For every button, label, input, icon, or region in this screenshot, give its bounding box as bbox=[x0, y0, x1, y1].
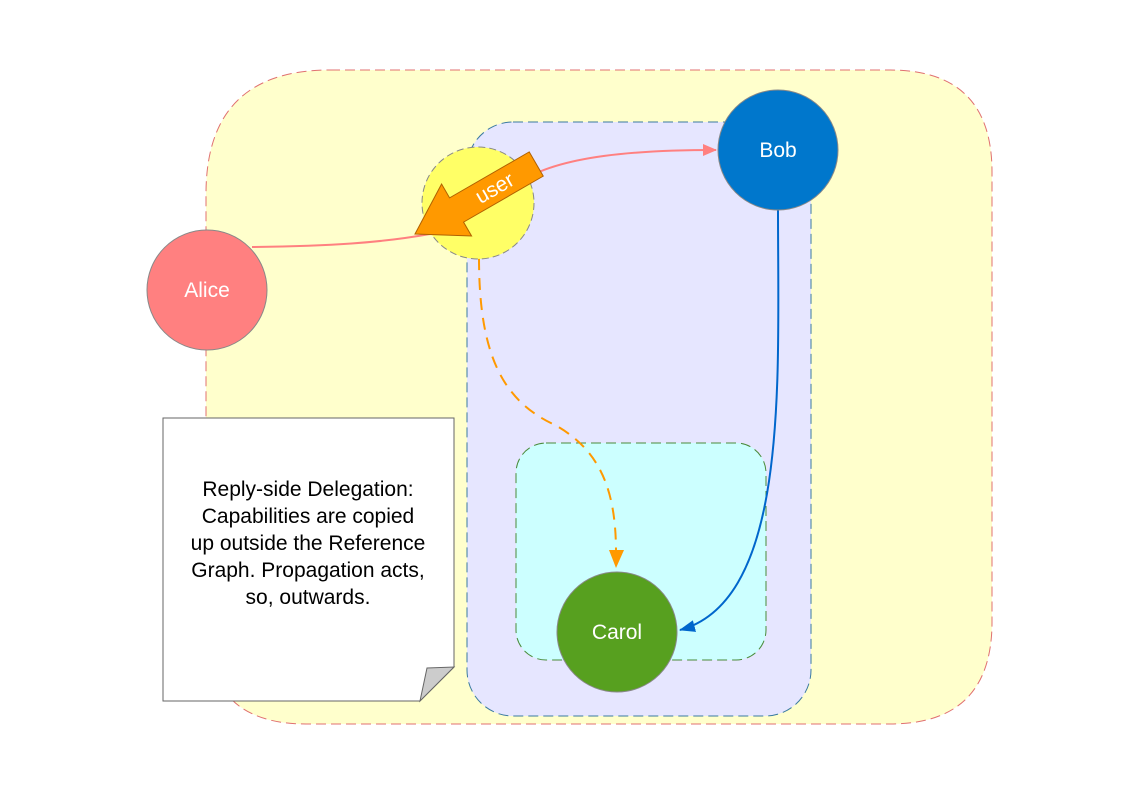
note-fold-icon bbox=[419, 666, 456, 703]
edge-bob-to-carol bbox=[679, 209, 780, 632]
note-line-2: Capabilities are copied bbox=[201, 505, 415, 528]
note-line-1: Reply-side Delegation: bbox=[202, 478, 414, 501]
bob-label: Bob bbox=[759, 139, 796, 162]
arrowhead-user-to-carol bbox=[609, 550, 624, 568]
carol-node[interactable] bbox=[556, 571, 678, 693]
note-line-3: up outside the Reference bbox=[190, 532, 426, 555]
edge-user-to-carol bbox=[478, 257, 617, 553]
carol-label: Carol bbox=[592, 621, 642, 644]
alice-node[interactable] bbox=[146, 229, 268, 351]
bob-node[interactable] bbox=[717, 89, 839, 211]
alice-label: Alice bbox=[184, 279, 230, 302]
note-text: Reply-side Delegation: Capabilities are … bbox=[166, 476, 450, 611]
note-line-4: Graph. Propagation acts, bbox=[191, 559, 425, 582]
note-line-5: so, outwards. bbox=[245, 586, 371, 609]
edge-alice-to-user bbox=[251, 233, 431, 248]
